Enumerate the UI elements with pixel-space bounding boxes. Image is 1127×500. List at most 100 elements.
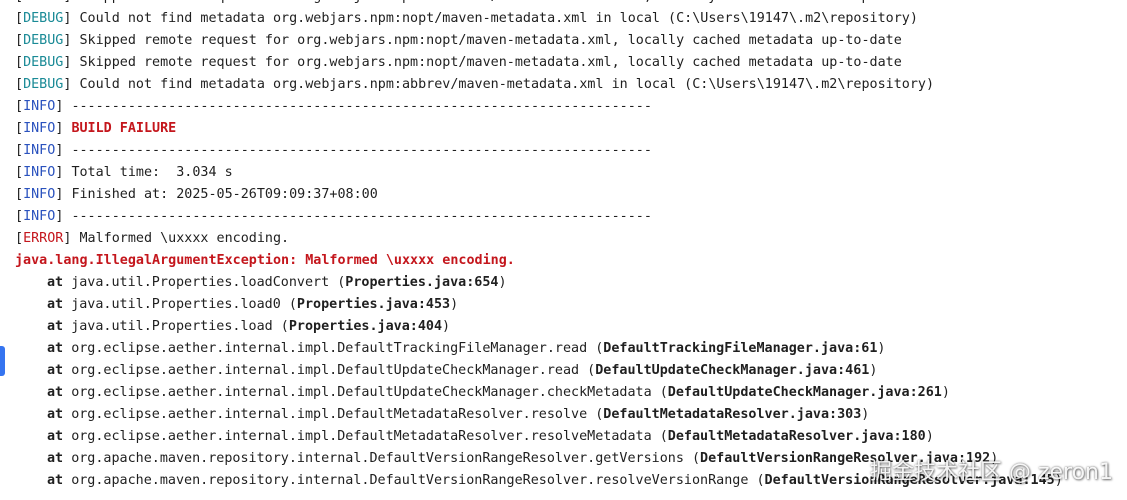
stack-frame-location-link[interactable]: DefaultTrackingFileManager.java:61 [603,341,878,356]
stack-frame-paren-open: ( [587,341,604,356]
log-message: Could not find metadata org.webjars.npm:… [79,77,935,92]
log-tag-close-bracket: ] [55,143,72,158]
log-message: Skipped remote request for org.webjars.n… [79,33,902,48]
stack-frame-spacer [63,451,71,466]
stack-frame-paren-close: ) [925,429,934,444]
log-tag-open-bracket: [ [15,0,23,4]
stack-frame-paren-open: ( [651,429,668,444]
log-tag-open-bracket: [ [15,99,24,114]
log-tag-open-bracket: [ [15,143,24,158]
log-level-tag: ERROR [23,231,64,246]
stack-frame-paren-close: ) [990,451,999,466]
stack-frame-paren-open: ( [579,363,596,378]
log-level-tag: DEBUG [23,0,63,4]
log-tag-open-bracket: [ [15,231,24,246]
log-tag-open-bracket: [ [15,55,24,70]
stack-frame-method: org.eclipse.aether.internal.impl.Default… [71,363,580,378]
log-message: Total time: 3.034 s [71,165,233,180]
stack-frame: at java.util.Properties.load0 (Propertie… [15,294,1127,316]
stack-frame-location-link[interactable]: DefaultVersionRangeResolver.java:145 [764,473,1055,488]
stack-frame-paren-open: ( [329,275,346,290]
stack-frame-location-link[interactable]: Properties.java:453 [296,297,451,312]
stack-frame-spacer [63,341,71,356]
stack-frame-paren-close: ) [498,275,507,290]
log-tag-open-bracket: [ [15,33,24,48]
stack-frame-method: org.apache.maven.repository.internal.Def… [71,451,684,466]
log-line: [DEBUG] Skipped remote request for org.w… [15,0,1127,8]
log-message: Skipped remote request for org.webjars.n… [80,0,935,4]
stack-frame: at java.util.Properties.load (Properties… [15,316,1127,338]
log-level-tag: INFO [23,99,56,114]
stack-frame-location-link[interactable]: DefaultUpdateCheckManager.java:461 [595,363,870,378]
stack-frame-location-link[interactable]: DefaultVersionRangeResolver.java:192 [700,451,991,466]
stack-frame-paren-close: ) [1054,473,1063,488]
log-line: [INFO] ---------------------------------… [15,140,1127,162]
log-line: [INFO] ---------------------------------… [15,96,1127,118]
stack-frame-spacer [63,385,71,400]
stack-frame-spacer [63,297,71,312]
stack-frame-at: at [47,275,64,290]
stack-frame-at: at [47,407,64,422]
stack-frame-location-link[interactable]: DefaultMetadataResolver.java:180 [667,429,926,444]
log-tag-close-bracket: ] [63,231,80,246]
log-tag-open-bracket: [ [15,11,24,26]
stack-frame-method: org.eclipse.aether.internal.impl.Default… [71,407,588,422]
stack-frame: at org.apache.maven.repository.internal.… [15,448,1127,470]
stack-frame-at: at [47,363,64,378]
stack-frame-paren-open: ( [651,385,668,400]
stack-frame-location-link[interactable]: DefaultUpdateCheckManager.java:261 [667,385,942,400]
stack-frame-spacer [63,473,71,488]
stack-frame-paren-open: ( [272,319,289,334]
stack-frame-paren-close: ) [450,297,459,312]
log-tag-close-bracket: ] [63,77,80,92]
log-tag-close-bracket: ] [55,187,72,202]
console-lines: [DEBUG] Skipped remote request for org.w… [15,0,1127,492]
log-line: [DEBUG] Skipped remote request for org.w… [15,30,1127,52]
log-line: [INFO] Finished at: 2025-05-26T09:09:37+… [15,184,1127,206]
exception-message: java.lang.IllegalArgumentException: Malf… [15,253,515,268]
exception-line: java.lang.IllegalArgumentException: Malf… [15,250,1127,272]
log-level-tag: INFO [23,143,56,158]
stack-frame-paren-open: ( [748,473,765,488]
stack-frame-location-link[interactable]: Properties.java:654 [345,275,499,290]
stack-frame-method: java.util.Properties.load [71,319,273,334]
log-line: [ERROR] Malformed \uxxxx encoding. [15,228,1127,250]
stack-frame-paren-close: ) [941,385,950,400]
log-level-tag: INFO [23,187,56,202]
log-tag-close-bracket: ] [55,209,72,224]
log-tag-open-bracket: [ [15,165,24,180]
stack-frame-spacer [63,363,71,378]
stack-frame-at: at [47,341,64,356]
stack-frame-location-link[interactable]: Properties.java:404 [288,319,443,334]
log-message: Skipped remote request for org.webjars.n… [79,55,902,70]
log-level-tag: DEBUG [23,55,64,70]
log-message: ----------------------------------------… [71,209,652,224]
log-tag-close-bracket: ] [63,11,80,26]
stack-frame-paren-open: ( [683,451,701,466]
stack-frame-paren-open: ( [587,407,604,422]
log-tag-open-bracket: [ [15,209,24,224]
log-tag-close-bracket: ] [63,55,80,70]
gutter-marker[interactable] [0,346,5,376]
stack-frame: at org.eclipse.aether.internal.impl.Defa… [15,426,1127,448]
log-level-tag: INFO [23,209,56,224]
stack-frame-spacer [63,429,71,444]
log-line: [INFO] BUILD FAILURE [15,118,1127,140]
log-level-tag: DEBUG [23,77,64,92]
log-message: BUILD FAILURE [71,121,177,136]
stack-frame-method: org.eclipse.aether.internal.impl.Default… [71,429,652,444]
stack-frame-spacer [63,319,71,334]
log-line: [DEBUG] Could not find metadata org.webj… [15,74,1127,96]
log-tag-open-bracket: [ [15,121,24,136]
stack-frame-spacer [63,407,71,422]
stack-frame-paren-close: ) [877,341,886,356]
stack-frame-paren-close: ) [442,319,451,334]
log-line: [INFO] ---------------------------------… [15,206,1127,228]
stack-frame-at: at [47,451,64,466]
log-tag-close-bracket: ] [55,165,72,180]
log-level-tag: DEBUG [23,11,64,26]
stack-frame-at: at [47,319,64,334]
stack-frame-location-link[interactable]: DefaultMetadataResolver.java:303 [603,407,862,422]
stack-frame: at java.util.Properties.loadConvert (Pro… [15,272,1127,294]
